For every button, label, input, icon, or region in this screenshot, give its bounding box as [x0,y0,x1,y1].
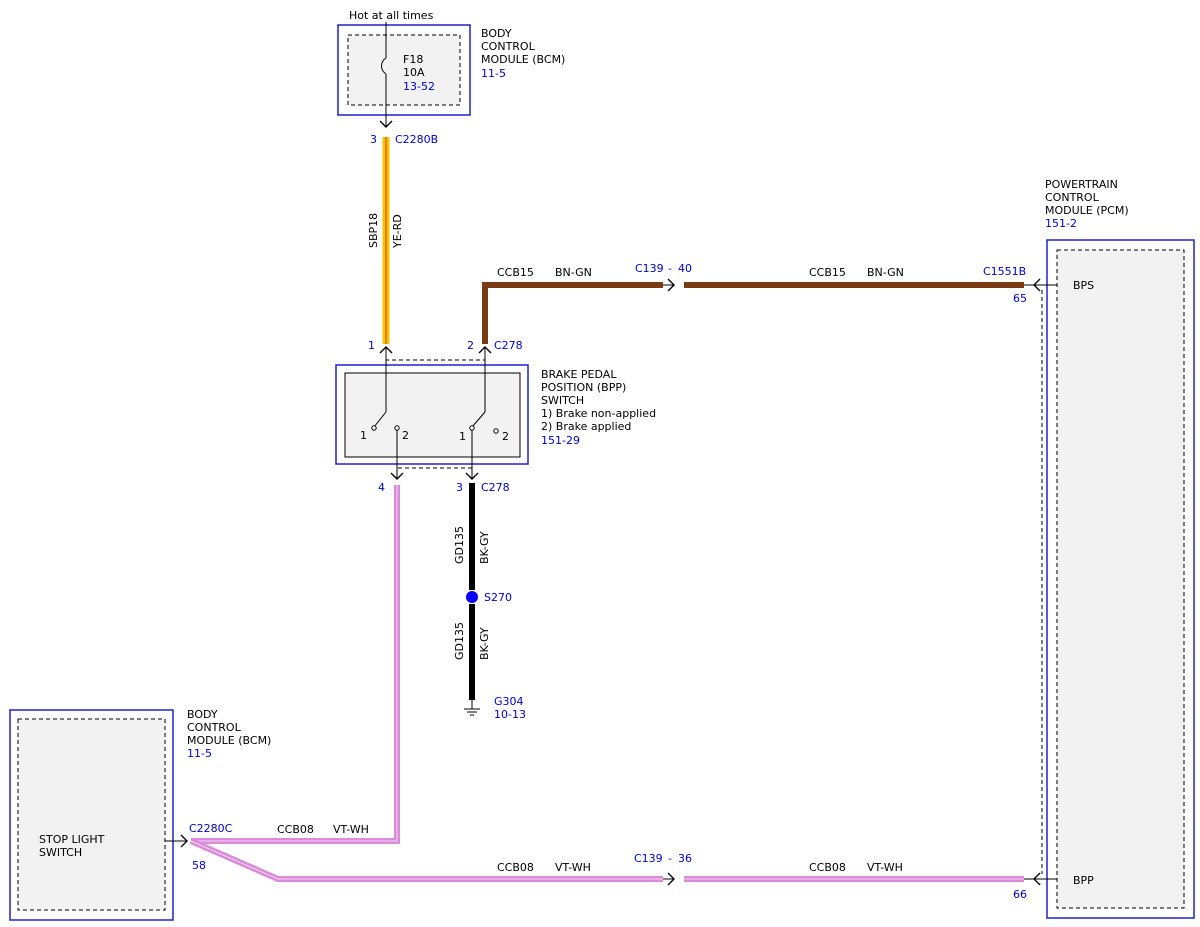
wire-gd135-a-circuit: GD135 [453,526,466,564]
c278-top-connector-dash [385,352,486,361]
c2280b-arrow-icon [379,120,393,128]
pcm-module [1046,239,1195,919]
fuse-rating: 10A [403,66,425,79]
stop-light-switch-line-1: STOP LIGHT [39,833,105,846]
pcm-label-bpp: BPP [1073,874,1094,887]
wire-sbp18-circuit: SBP18 [367,213,380,248]
fuse-icon [381,57,387,75]
c139-top-sep: - [668,262,672,275]
c2280b-pin: 3 [370,133,377,146]
wire-ccb15-a [482,282,663,344]
bpp-right-contact-1 [469,425,475,431]
bpp-left-pos2: 2 [402,429,409,442]
wire-gd135-a-color: BK-GY [478,531,491,564]
bpp-pin-top-left: 1 [368,339,375,352]
wire-gd135-b-color: BK-GY [478,627,491,660]
bpp-name-line-1: BRAKE PEDAL [541,368,617,381]
bpp-pin3-arrow-icon [465,472,479,480]
bcm-top-name-line-2: CONTROL [481,40,536,53]
bpp-pin-bottom-left: 4 [378,481,385,494]
wire-ccb08-a [191,485,400,844]
pcm-name-line-1: POWERTRAIN [1045,178,1118,191]
splice-name: S270 [484,591,512,604]
bpp-right-contact-2 [493,428,499,434]
bcm-bottom-name-line-1: BODY [187,708,218,721]
pcm-pin-bpp: 66 [1013,888,1027,901]
bpp-pin4-arrow-icon [390,472,404,480]
bpp-right-pos2: 2 [502,430,509,443]
c278-top-connector: C278 [494,339,523,352]
bpp-left-contact-2 [394,425,400,431]
bcm-top-ref: 11-5 [481,67,506,80]
bpp-switch-module [335,364,529,465]
c2280c-connector: C2280C [189,822,233,835]
wire-ccb08-a-circuit: CCB08 [277,823,314,836]
bcm-top-inner-box [347,34,461,106]
c2280c-pin: 58 [192,859,206,872]
bcm-top-name-line-1: BODY [481,27,512,40]
wire-ccb08-c-color: VT-WH [867,861,903,874]
bpp-name-line-2: POSITION (BPP) [541,381,626,394]
wire-ccb15-a-circuit: CCB15 [497,266,534,279]
pcm-connector: C1551B [983,265,1026,278]
pcm-label-bps: BPS [1073,279,1094,292]
c139-top-connector: C139 [635,262,664,275]
bcm-bottom-name-line-3: MODULE (BCM) [187,734,271,747]
bcm-bottom-ref: 11-5 [187,747,212,760]
ground-ref: 10-13 [494,708,526,721]
c139-bottom-pin: 36 [678,852,692,865]
ground-name: G304 [494,695,524,708]
wire-ccb15-b-circuit: CCB15 [809,266,846,279]
bpp-name-line-3: SWITCH [541,394,584,407]
fuse-name: F18 [403,53,423,66]
stop-light-switch-line-2: SWITCH [39,846,82,859]
ground-icon [464,700,480,716]
wire-ccb08-a-color: VT-WH [333,823,369,836]
fuse-ref: 13-52 [403,80,435,93]
c278-bottom-connector-dash [396,467,473,474]
wire-gd135-b-circuit: GD135 [453,622,466,660]
wire-ccb08-b-color: VT-WH [555,861,591,874]
bpp-pin-top-right: 2 [467,339,474,352]
wire-ccb08-b [189,838,663,882]
c139-bottom-connector: C139 [634,852,663,865]
wire-ccb15-b-color: BN-GN [867,266,904,279]
wire-ccb15-a-color: BN-GN [555,266,592,279]
pcm-pin-bps: 65 [1013,292,1027,305]
pcm-name-line-3: MODULE (PCM) [1045,204,1129,217]
bpp-ref: 151-29 [541,434,580,447]
pcm-name-line-2: CONTROL [1045,191,1100,204]
pcm-inner-box [1056,249,1185,909]
bpp-right-switch-blade [471,411,486,428]
c139-top-pin: 40 [678,262,692,275]
c2280b-connector: C2280B [395,133,438,146]
c278-bottom-connector: C278 [481,481,510,494]
bcm-top-name-line-3: MODULE (BCM) [481,53,565,66]
pcm-ref: 151-2 [1045,217,1077,230]
pcm-bpp-arrow-icon [1033,872,1041,886]
pcm-bps-arrow-icon [1033,278,1041,292]
wire-ccb08-c-circuit: CCB08 [809,861,846,874]
c139-bottom-sep: - [668,852,672,865]
bcm-bottom-name-line-2: CONTROL [187,721,242,734]
bcm-bottom-inner-box [17,718,166,911]
splice-s270-icon [466,591,478,603]
wire-sbp18-color: YE-RD [391,214,404,249]
bpp-state-2: 2) Brake applied [541,420,631,433]
bpp-state-1: 1) Brake non-applied [541,407,656,420]
feed-label: Hot at all times [349,9,434,22]
bpp-right-pos1: 1 [459,430,466,443]
c2280c-arrow-icon [180,834,188,848]
bcm-top-module: BODY CONTROL MODULE (BCM) 11-5 [337,24,565,116]
bpp-left-contact-1 [371,425,377,431]
bpp-inner-box [344,372,521,458]
bpp-pin-bottom-right: 3 [456,481,463,494]
bcm-bottom-module [9,709,174,921]
bpp-left-switch-blade [373,411,387,428]
wire-ccb08-b-circuit: CCB08 [497,861,534,874]
bpp-left-pos1: 1 [360,429,367,442]
